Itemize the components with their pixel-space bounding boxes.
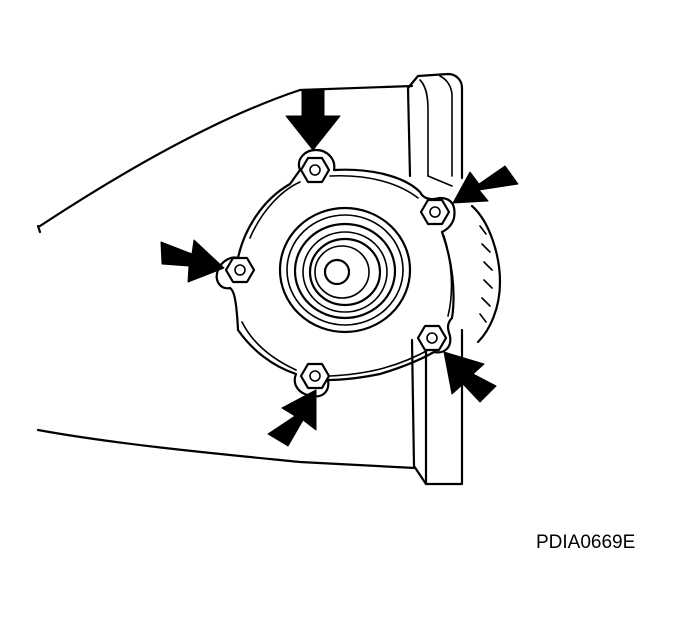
arrow-icon (285, 89, 341, 151)
arrow-icon (160, 239, 225, 283)
flange-body (406, 72, 464, 486)
mounting-nut (299, 156, 331, 184)
mounting-nut (224, 256, 256, 284)
arrow-icon (452, 165, 519, 204)
housing-outline (36, 84, 417, 470)
cover-plate (215, 148, 456, 398)
mounting-nut (419, 198, 451, 226)
center-boss (278, 206, 412, 334)
arrow-icon (267, 389, 317, 447)
mounting-nut (299, 362, 331, 390)
figure-code: PDIA0669E (536, 532, 636, 553)
flange-edge-detail (470, 204, 502, 344)
mounting-nut (416, 324, 448, 352)
arrow-icon (443, 351, 497, 403)
